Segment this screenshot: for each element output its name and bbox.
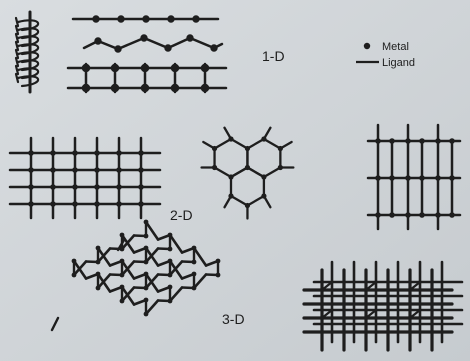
zigzag-chain [82,34,224,53]
label-1d: 1-D [262,48,285,64]
one-d-structures [14,10,228,94]
metal-node-icon [363,42,371,50]
legend-ligand-label: Ligand [382,57,415,69]
linear-chain [71,15,220,23]
legend: Metal Ligand [356,41,415,69]
label-2d: 2-D [170,207,193,223]
honeycomb-2d [200,126,295,220]
cubic-grid-3d [302,260,464,352]
helix-chain [14,10,40,94]
legend-metal-label: Metal [382,41,409,53]
square-grid-2d [8,136,162,220]
diamondoid-3d [50,219,221,332]
label-3d: 3-D [222,311,245,327]
brick-wall-2d [366,123,462,231]
ladder-chain [66,62,228,94]
